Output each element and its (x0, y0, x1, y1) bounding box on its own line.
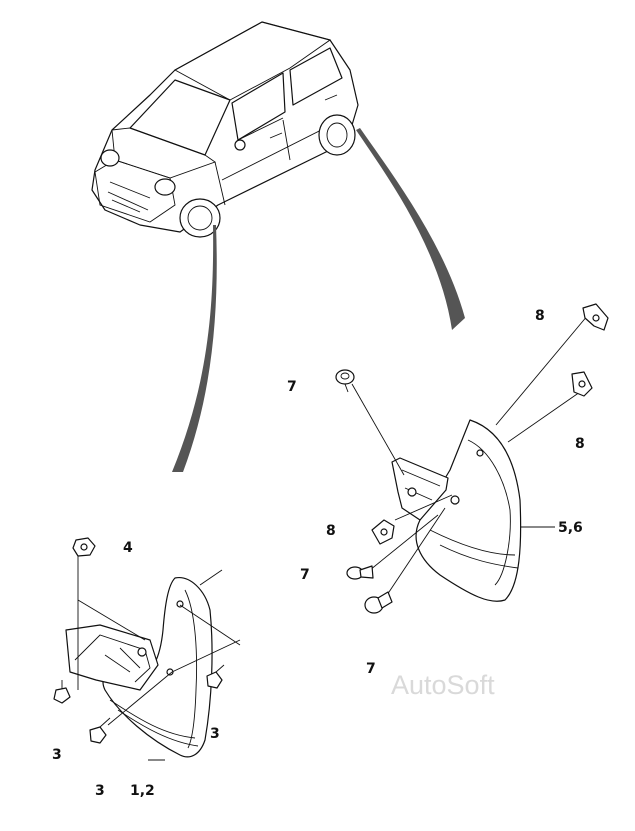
callout-front-clip: 4 (123, 540, 133, 556)
rear-nut-right-icon (571, 371, 593, 397)
callout-rear-nut-left: 8 (326, 523, 336, 539)
rear-fastener-mid-icon (346, 565, 374, 580)
callout-front-screw-bottom: 3 (95, 783, 105, 799)
car-illustration (91, 21, 359, 238)
callout-rear-nut-top: 8 (535, 308, 545, 324)
front-screw-right-icon (206, 664, 225, 689)
callout-rear-fastener-bottom: 7 (366, 661, 376, 677)
rear-fastener-bottom-icon (364, 591, 393, 614)
rear-nut-left-icon (371, 519, 395, 545)
front-screw-left-icon (53, 680, 71, 704)
front-mudguard-assembly (53, 537, 241, 761)
rear-nut-top-icon (582, 303, 609, 331)
front-clip-icon (72, 537, 96, 557)
rear-fastener-top-icon (335, 369, 355, 393)
watermark: AutoSoft (391, 670, 495, 700)
callout-rear-mudguard: 5,6 (558, 520, 583, 536)
callout-front-screw-left: 3 (52, 747, 62, 763)
rear-mudguard-assembly (335, 303, 609, 614)
callout-rear-nut-right: 8 (575, 436, 585, 452)
callout-rear-fastener-top: 7 (287, 379, 297, 395)
front-leader-swoosh (172, 225, 217, 472)
callout-rear-fastener-mid: 7 (300, 567, 310, 583)
rear-leader-swoosh (356, 128, 465, 330)
callout-front-screw-right: 3 (210, 726, 220, 742)
front-screw-bottom-icon (89, 717, 111, 744)
callout-front-left-mudguard: 1,2 (130, 783, 155, 799)
